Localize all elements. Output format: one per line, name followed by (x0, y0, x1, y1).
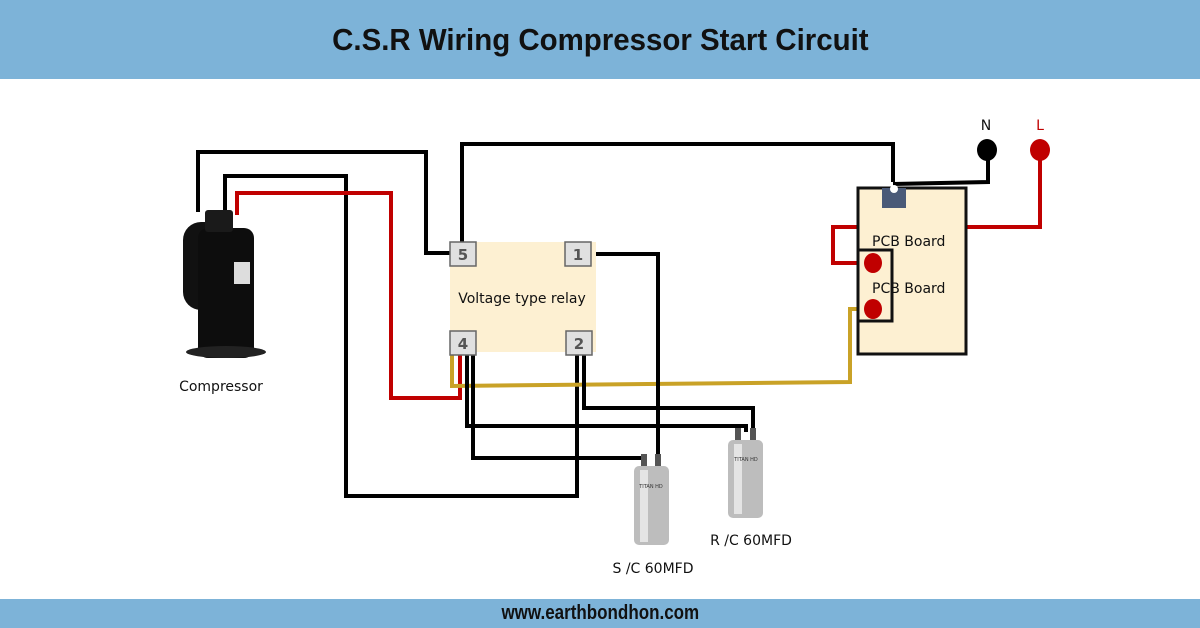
compressor (183, 210, 266, 358)
wire-relay-4-to-start-capacitor (471, 352, 644, 460)
relay-terminal-2 (565, 330, 593, 356)
page-title: C.S.R Wiring Compressor Start Circuit (331, 21, 869, 57)
neutral-terminal (977, 139, 997, 161)
relay-pin-1: 1 (573, 246, 583, 264)
relay-terminal-5 (449, 241, 477, 267)
relay-pin-5: 5 (458, 246, 468, 264)
footer-banner: www.earthbondhon.com (0, 599, 1200, 628)
wire-relay-1-to-start-capacitor (596, 252, 660, 458)
start-capacitor: TITAN HD (634, 454, 669, 545)
relay-pin-4: 4 (458, 335, 468, 353)
start-capacitor-brand: TITAN HD (638, 484, 663, 490)
neutral-label: N (981, 118, 991, 134)
relay-pin-2: 2 (574, 335, 584, 353)
wire-neutral-to-pcb (892, 150, 990, 186)
pcb-terminal-top (864, 253, 882, 273)
live-terminal (1030, 139, 1050, 161)
pcb-label-bottom: PCB Board (872, 281, 945, 297)
pcb-board: PCB Board PCB Board (856, 185, 968, 356)
wire-compressor-to-run-capacitor (223, 174, 579, 498)
wire-live-to-pcb (831, 150, 1042, 265)
wire-compressor-red (235, 191, 462, 400)
relay-terminal-4 (449, 330, 477, 356)
relay: 5 1 4 2 Voltage type relay (449, 241, 596, 356)
relay-label: Voltage type relay (458, 291, 586, 307)
compressor-label: Compressor (179, 379, 263, 395)
run-capacitor-brand: TITAN HD (733, 457, 758, 463)
pcb-label-top: PCB Board (872, 234, 945, 250)
wire-relay-5-to-pcb (460, 142, 895, 242)
start-capacitor-label: S /C 60MFD (612, 561, 693, 577)
header-banner: C.S.R Wiring Compressor Start Circuit (0, 0, 1200, 79)
wire-relay-4-to-run-capacitor (465, 352, 748, 432)
run-capacitor: TITAN HD (728, 428, 763, 518)
wire-relay-2-to-run-capacitor (582, 352, 755, 432)
wire-compressor-to-relay-5 (196, 150, 452, 255)
live-label: L (1036, 118, 1044, 134)
pcb-terminal-bottom (864, 299, 882, 319)
website-link[interactable]: www.earthbondhon.com (501, 602, 699, 624)
run-capacitor-label: R /C 60MFD (710, 533, 792, 549)
relay-terminal-1 (564, 241, 592, 267)
